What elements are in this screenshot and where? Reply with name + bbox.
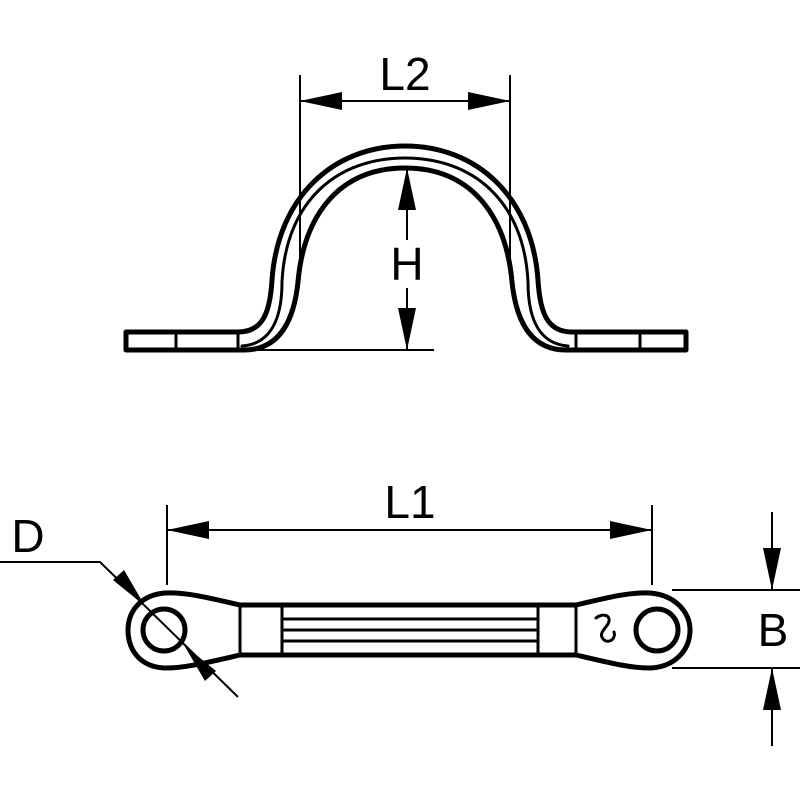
strap-plan-outline <box>125 590 693 671</box>
strap-inner-line-right-lower <box>526 280 570 348</box>
l1-arrow-left <box>167 521 209 539</box>
l1-label: L1 <box>384 476 435 528</box>
l2-arrow-left <box>300 92 342 110</box>
d-arrow-outer <box>113 570 145 606</box>
h-arrow-bottom <box>398 308 416 350</box>
b-label: B <box>758 604 789 656</box>
strap-inner-line-left-lower <box>240 280 284 348</box>
side-view: L2 H <box>123 48 689 353</box>
h-label: H <box>390 238 423 290</box>
strap-inner-line-right <box>403 156 530 284</box>
plan-view: L1 D B <box>0 476 800 746</box>
l1-arrow-right <box>610 521 652 539</box>
d-label: D <box>11 510 44 562</box>
b-arrow-top <box>763 548 781 590</box>
d-arrow-inner <box>184 645 216 681</box>
h-arrow-top <box>398 168 416 210</box>
b-arrow-bottom <box>763 668 781 710</box>
maker-mark <box>594 613 616 643</box>
left-eye-hole <box>140 606 188 654</box>
l2-arrow-right <box>468 92 510 110</box>
right-eye-hole <box>633 606 681 654</box>
l2-label: L2 <box>379 48 430 100</box>
strap-inner-line-left <box>280 156 407 284</box>
